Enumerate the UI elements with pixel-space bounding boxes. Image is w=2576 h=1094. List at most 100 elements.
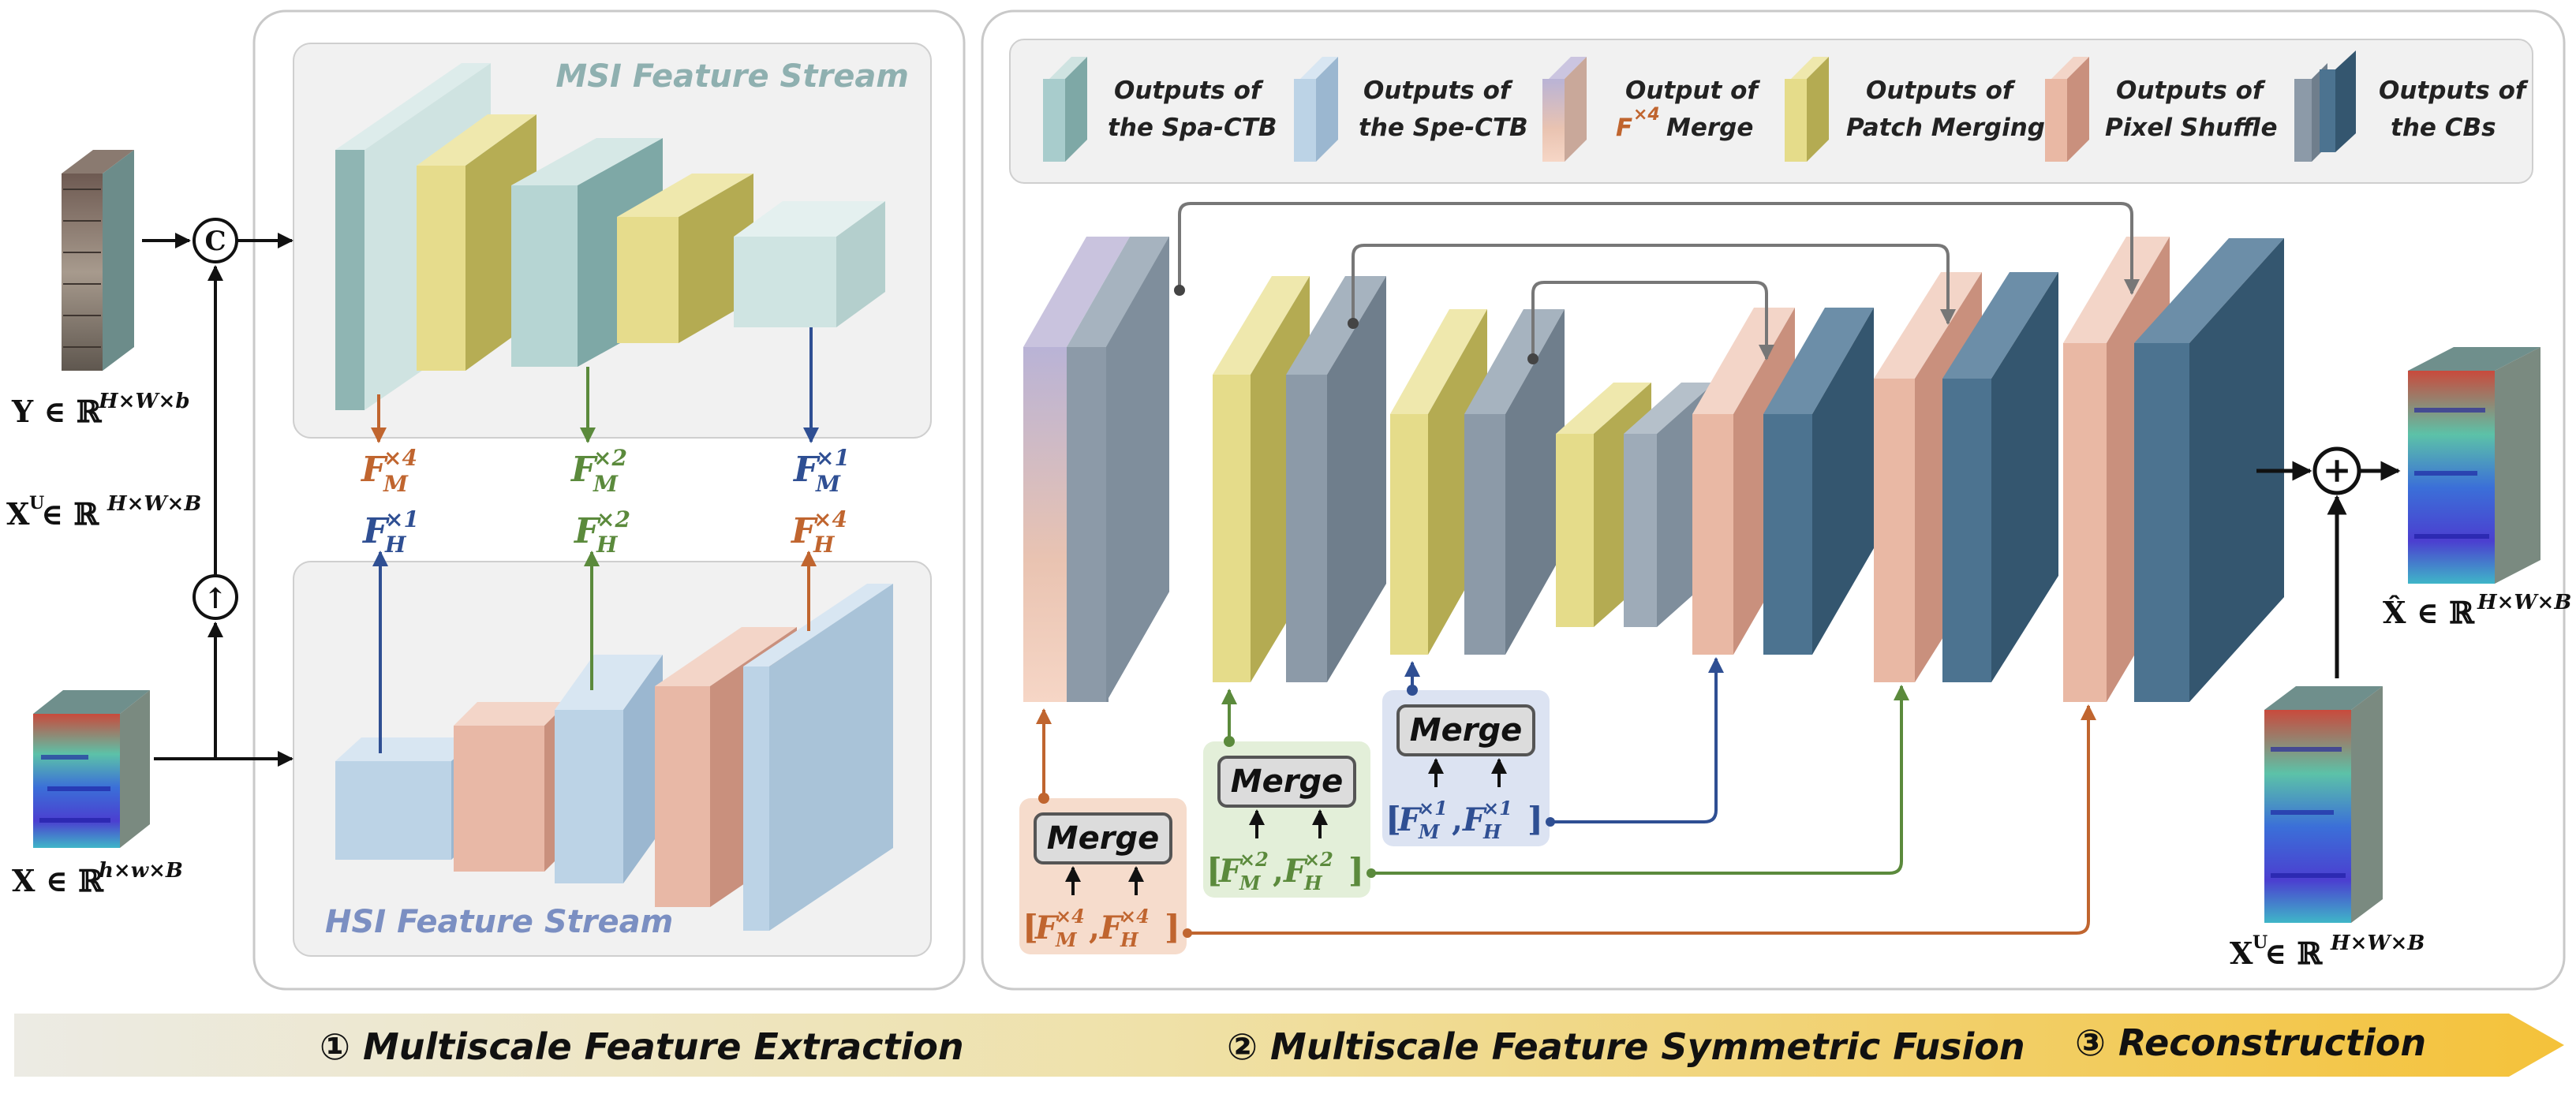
svg-text:[: [: [1385, 800, 1401, 838]
svg-text:H: H: [1482, 820, 1502, 843]
svg-text:]: ]: [1348, 851, 1364, 890]
svg-text:M: M: [1418, 820, 1441, 843]
svg-text:F: F: [1397, 801, 1423, 838]
svg-text:F: F: [1099, 909, 1124, 947]
arrow-merge1-to-ps1: [1550, 657, 1724, 823]
sum-symbol: +: [2323, 450, 2352, 491]
arrow-merge4-to-ps3: [1187, 704, 2096, 935]
svg-text:H: H: [1120, 928, 1139, 951]
legend-merge: Output of F ×4 Merge: [1542, 57, 1760, 162]
concat-symbol: C: [204, 226, 226, 257]
hsi-block-2: [454, 702, 568, 872]
merge-label-x4: Merge: [1047, 820, 1159, 857]
svg-text:F: F: [570, 450, 598, 490]
skip-connection-2: [1352, 244, 1956, 325]
svg-text:×2: ×2: [593, 445, 627, 471]
merge-box-x4: Merge [F×4M,F×4H]: [1019, 798, 1187, 954]
svg-text:X: X: [2230, 935, 2253, 971]
svg-text:Outputs of: Outputs of: [1363, 77, 1513, 105]
fusion-block-cb-3: [1464, 309, 1565, 655]
skip-connection-3: [1531, 281, 1774, 360]
svg-text:F: F: [792, 450, 821, 490]
svg-text:[: [: [1206, 851, 1222, 890]
msi-block-spa-3: [734, 201, 885, 327]
svg-text:U: U: [2253, 932, 2268, 953]
svg-text:M: M: [1055, 928, 1078, 951]
hsi-input-cube: [33, 690, 150, 848]
skip-connection-1: [1178, 202, 2140, 295]
svg-text:H×W×b: H×W×b: [98, 390, 190, 413]
svg-text:H: H: [384, 532, 407, 558]
svg-text:H: H: [1303, 872, 1323, 894]
fusion-block-cb-5: [1763, 308, 1874, 655]
svg-text:M: M: [593, 471, 619, 497]
svg-text:F: F: [1218, 853, 1243, 890]
svg-text:H: H: [813, 532, 836, 558]
fusion-block-cb-2: [1286, 276, 1386, 682]
msi-input-cube: [62, 150, 134, 371]
svg-text:×2: ×2: [1304, 848, 1333, 871]
svg-text:Pixel Shuffle: Pixel Shuffle: [2105, 114, 2278, 142]
svg-text:F: F: [360, 450, 388, 490]
svg-text:F: F: [1034, 909, 1060, 947]
legend-pixel-shuffle: Outputs of Pixel Shuffle: [2045, 57, 2278, 162]
svg-text:Patch Merging: Patch Merging: [1846, 114, 2045, 142]
svg-text:H×W×B: H×W×B: [107, 492, 201, 516]
msi-stream-title: MSI Feature Stream: [555, 58, 909, 95]
svg-text:Outputs of: Outputs of: [1866, 77, 2016, 105]
xu-cube: [2264, 686, 2383, 923]
svg-text:×1: ×1: [385, 506, 419, 532]
svg-text:Output of: Output of: [1625, 77, 1760, 105]
merge-label-x2: Merge: [1231, 764, 1343, 800]
label-y-input: Y ∈ ℝH×W×b: [11, 390, 190, 429]
svg-text:U: U: [29, 493, 44, 513]
svg-text:]: ]: [1165, 908, 1180, 947]
merge-box-x1: Merge [F×1M,F×1H]: [1382, 690, 1550, 846]
svg-text:,: ,: [1273, 853, 1284, 890]
banner-step-2: ② Multiscale Feature Symmetric Fusion: [1227, 1025, 2025, 1068]
svg-text:M: M: [383, 471, 409, 497]
svg-text:]: ]: [1527, 800, 1543, 838]
svg-text:,: ,: [1089, 909, 1100, 947]
svg-text:×4: ×4: [1056, 905, 1085, 928]
legend-patch-merging: Outputs of Patch Merging: [1785, 57, 2045, 162]
process-banner: [14, 1014, 2564, 1077]
svg-text:the Spa-CTB: the Spa-CTB: [1108, 114, 1277, 142]
label-x-input: X ∈ ℝh×w×B: [12, 859, 183, 898]
svg-text:F: F: [361, 511, 390, 551]
svg-text:Outputs of: Outputs of: [2379, 77, 2529, 105]
banner-step-3: ③ Reconstruction: [2075, 1021, 2426, 1064]
svg-text:∈ ℝ: ∈ ℝ: [41, 496, 99, 532]
svg-text:Merge: Merge: [1666, 114, 1753, 142]
fusion-block-cb-6: [1942, 272, 2058, 682]
svg-text:F: F: [1462, 801, 1487, 838]
svg-text:×4: ×4: [813, 506, 847, 532]
svg-text:×4: ×4: [1633, 105, 1660, 125]
upsample-symbol: ↑: [204, 582, 227, 615]
svg-text:H×W×B: H×W×B: [2330, 932, 2425, 955]
arrow-merge2-to-ps2: [1371, 685, 1909, 875]
svg-text:M: M: [815, 471, 841, 497]
svg-text:∈ ℝ: ∈ ℝ: [2264, 935, 2323, 971]
svg-text:F: F: [573, 511, 601, 551]
svg-text:X: X: [6, 496, 30, 532]
merge-box-x2: Merge [F×2M,F×2H]: [1203, 741, 1370, 898]
svg-text:M: M: [1239, 872, 1262, 894]
svg-text:Outputs of: Outputs of: [2116, 77, 2266, 105]
label-fh1: F×1H: [361, 506, 419, 558]
svg-text:h×w×B: h×w×B: [99, 859, 183, 883]
svg-text:×1: ×1: [1419, 797, 1448, 820]
svg-text:,: ,: [1452, 801, 1463, 838]
svg-text:H×W×B: H×W×B: [2477, 591, 2571, 614]
svg-text:the CBs: the CBs: [2391, 114, 2496, 142]
svg-text:H: H: [596, 532, 619, 558]
fusion-block-cb-7: [2134, 238, 2284, 702]
legend-cbs: Outputs of the CBs: [2294, 50, 2529, 162]
hsi-block-3: [555, 655, 663, 883]
fusion-block-merge4: [1023, 237, 1130, 702]
svg-text:×4: ×4: [1120, 905, 1150, 928]
merge-label-x1: Merge: [1410, 712, 1522, 749]
